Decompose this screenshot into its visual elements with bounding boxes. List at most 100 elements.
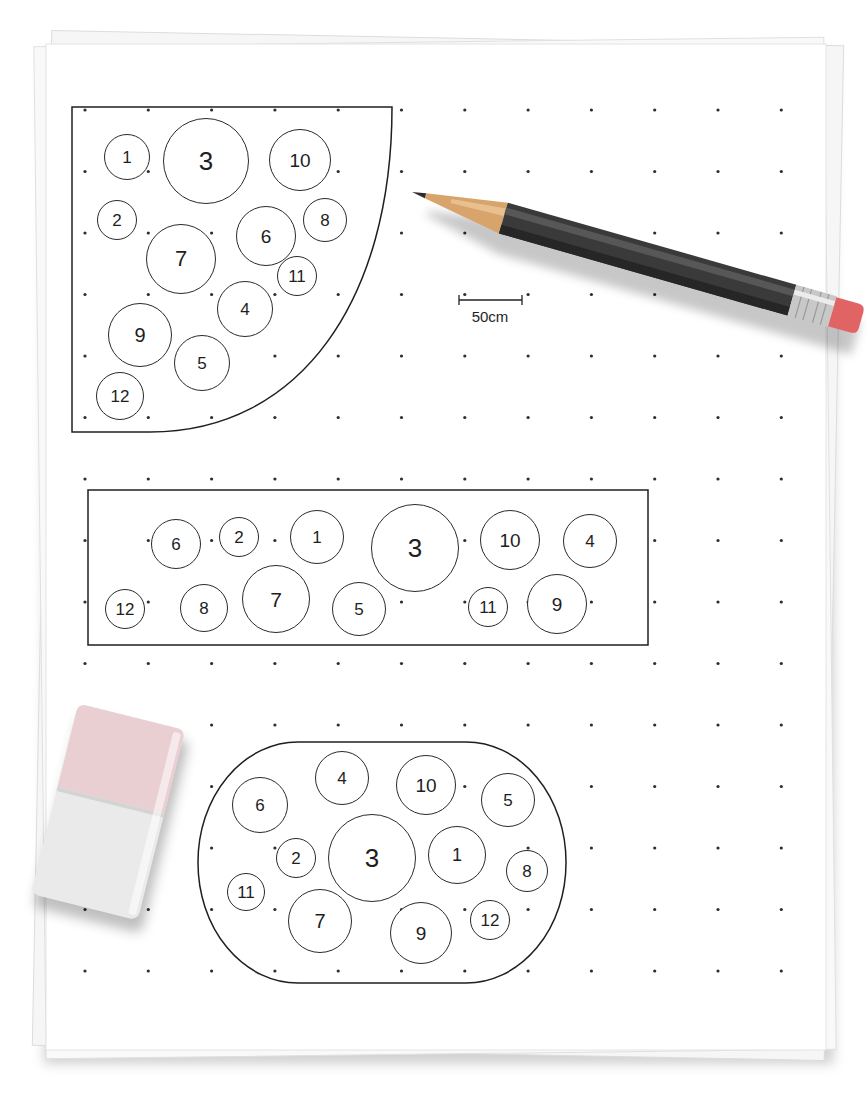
seat-circle: 4 (315, 751, 369, 805)
grid-dot (780, 108, 783, 111)
grid-dot (337, 477, 340, 480)
seat-number: 5 (197, 355, 206, 372)
seat-circle: 3 (371, 504, 459, 592)
seat-number: 6 (255, 797, 264, 814)
eraser-shine (128, 731, 181, 915)
seat-circle: 1 (104, 134, 150, 180)
seat-circle: 2 (276, 838, 316, 878)
grid-dot (210, 293, 213, 296)
grid-dot (83, 231, 86, 234)
pencil-ferrule (788, 285, 837, 327)
grid-dot (780, 231, 783, 234)
grid-dot (653, 354, 656, 357)
pencil-lead (411, 189, 426, 198)
grid-dot (716, 477, 719, 480)
grid-dot (716, 108, 719, 111)
grid-dot (463, 354, 466, 357)
table-outline-shape (198, 742, 566, 983)
grid-dot (400, 170, 403, 173)
seat-number: 10 (415, 776, 436, 795)
eraser-sleeve (58, 704, 186, 814)
seat-number: 7 (314, 911, 325, 931)
grid-dot (83, 416, 86, 419)
grid-dot (337, 293, 340, 296)
grid-dot (463, 600, 466, 603)
seat-circle: 6 (151, 519, 201, 569)
seat-number: 8 (199, 600, 208, 617)
grid-dot (400, 416, 403, 419)
grid-dot (716, 662, 719, 665)
seat-circle: 8 (180, 584, 228, 632)
grid-dot (400, 231, 403, 234)
grid-dot (463, 969, 466, 972)
grid-dot (653, 539, 656, 542)
grid-dot (273, 908, 276, 911)
grid-dot (273, 108, 276, 111)
seat-number: 11 (479, 599, 497, 616)
grid-dot (527, 969, 530, 972)
grid-dot (83, 600, 86, 603)
grid-dot (83, 969, 86, 972)
grid-dot (653, 969, 656, 972)
grid-dot (210, 416, 213, 419)
grid-dot (400, 108, 403, 111)
grid-dot (780, 723, 783, 726)
grid-dot (273, 354, 276, 357)
grid-dot (83, 539, 86, 542)
grid-dot (337, 170, 340, 173)
grid-dot (653, 416, 656, 419)
seat-number: 5 (503, 792, 512, 809)
scale-tick (521, 295, 522, 305)
grid-dot (147, 231, 150, 234)
grid-dot (273, 846, 276, 849)
seat-number: 2 (112, 212, 121, 229)
seat-circle: 3 (328, 814, 416, 902)
back-sheet (34, 37, 836, 1059)
grid-dot (463, 416, 466, 419)
grid-dot (716, 170, 719, 173)
grid-dot (463, 170, 466, 173)
grid-dot (590, 662, 593, 665)
grid-dot (273, 477, 276, 480)
pencil-wood (421, 180, 508, 233)
seat-circle: 9 (390, 902, 452, 964)
seat-number: 6 (261, 227, 272, 246)
grid-dot (337, 723, 340, 726)
seat-number: 1 (312, 529, 321, 546)
seat-circle: 6 (236, 206, 296, 266)
seat-circle: 11 (468, 587, 508, 627)
grid-dot (653, 231, 656, 234)
scale-bar (459, 299, 522, 300)
grid-dot (463, 539, 466, 542)
grid-dot (590, 477, 593, 480)
grid-dot (463, 723, 466, 726)
grid-dot (147, 108, 150, 111)
grid-dot (337, 108, 340, 111)
grid-dot (653, 908, 656, 911)
table-outline-shape (88, 490, 648, 645)
back-sheet (32, 30, 843, 1060)
grid-dot (463, 293, 466, 296)
grid-dot (527, 293, 530, 296)
seat-circle: 1 (428, 826, 486, 884)
grid-dot (83, 108, 86, 111)
grid-dot (716, 908, 719, 911)
grid-dot (337, 969, 340, 972)
grid-dot (590, 846, 593, 849)
grid-dot (590, 723, 593, 726)
grid-dot (716, 354, 719, 357)
grid-dot (653, 108, 656, 111)
seat-circle: 1 (290, 510, 344, 564)
grid-dot (337, 662, 340, 665)
seat-number: 11 (288, 268, 306, 285)
grid-dot (463, 477, 466, 480)
grid-dot (147, 600, 150, 603)
pencil-shade (499, 225, 790, 316)
seat-number: 9 (134, 325, 145, 345)
seat-number: 10 (499, 531, 520, 550)
grid-dot (210, 785, 213, 788)
seat-number: 3 (408, 535, 422, 561)
grid-dot (590, 969, 593, 972)
grid-dot (210, 908, 213, 911)
seat-number: 4 (337, 770, 346, 787)
